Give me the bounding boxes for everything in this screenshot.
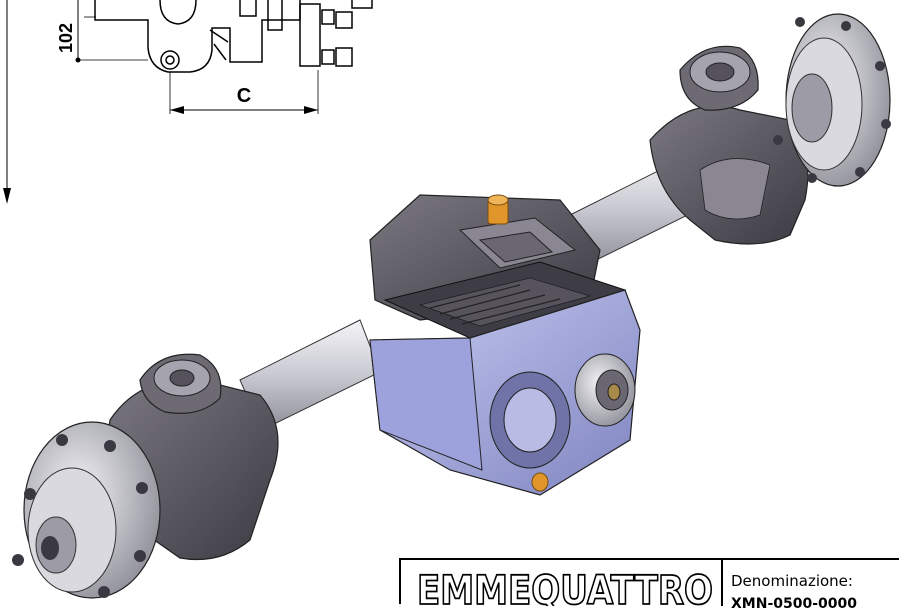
dimension-width-label: C — [237, 85, 251, 107]
denomination-label: Denominazione: — [731, 572, 853, 590]
left-wheel-hub — [12, 421, 161, 599]
right-wheel-hub — [773, 13, 891, 187]
oil-fitting-bottom — [531, 472, 549, 492]
logo-text: EMMEQUATTRO — [417, 568, 713, 606]
title-block: EMMEQUATTRO Denominazione: XMN-0500-0000 — [399, 558, 899, 612]
detail-view — [94, 0, 373, 73]
company-logo: EMMEQUATTRO — [417, 567, 714, 606]
oil-fitting-top — [487, 194, 509, 225]
gearbox-body — [369, 289, 641, 496]
title-block-divider — [721, 560, 723, 606]
dimension-c: C — [169, 70, 319, 114]
right-knuckle-housing — [649, 45, 809, 245]
denomination-value: XMN-0500-0000 — [731, 596, 857, 612]
dimension-102: 102 — [56, 0, 148, 63]
dimension-height-label: 102 — [56, 23, 76, 53]
vertical-dimension-line — [3, 0, 11, 204]
output-flange — [574, 353, 636, 427]
